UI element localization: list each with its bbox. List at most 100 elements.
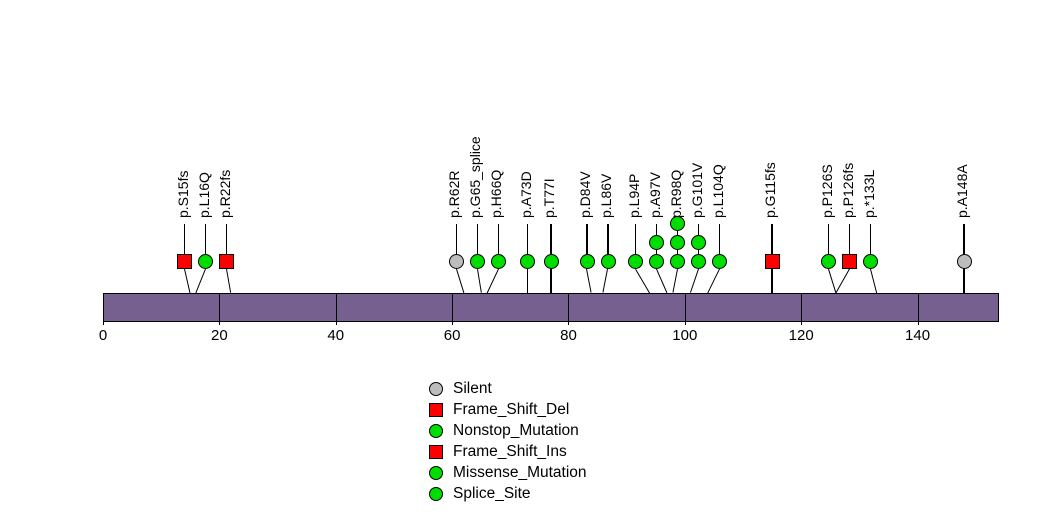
mutation-marker-circle[interactable] <box>628 253 644 269</box>
lollipop-stem-connector <box>690 268 700 294</box>
mutation-label: p.A73D <box>517 171 534 218</box>
axis-tick-label: 120 <box>788 327 814 344</box>
lollipop-stem <box>635 224 637 269</box>
lollipop-stem-connector <box>870 268 878 294</box>
lollipop-stem-connector <box>527 269 529 293</box>
mutation-marker-circle[interactable] <box>448 253 464 269</box>
mutation-label: p.*133L <box>860 169 877 218</box>
axis-tick <box>568 293 570 325</box>
mutation-marker-circle[interactable] <box>543 253 559 269</box>
lollipop-stem <box>455 224 457 269</box>
lollipop-stem <box>226 224 228 269</box>
lollipop-stem <box>205 224 207 269</box>
axis-tick <box>684 293 686 325</box>
axis-tick-label: 60 <box>443 327 461 344</box>
mutation-label: p.L86V <box>598 173 615 218</box>
lollipop-stem <box>771 224 773 269</box>
legend-circle-icon <box>429 423 443 438</box>
legend-item-missense-mutation[interactable]: Missense_Mutation <box>419 462 587 483</box>
mutation-label: p.S15fs <box>174 170 191 218</box>
lollipop-stem-connector <box>672 268 679 294</box>
legend-item-nonstop-mutation[interactable]: Nonstop_Mutation <box>419 420 587 441</box>
legend-circle-icon <box>429 486 443 501</box>
mutation-marker-circle[interactable] <box>670 234 686 250</box>
axis-tick-label: 100 <box>672 327 698 344</box>
mutation-marker-circle[interactable] <box>691 253 707 269</box>
lollipop-stem-connector <box>455 268 465 294</box>
legend-item-silent[interactable]: Silent <box>419 378 587 399</box>
lollipop-stem <box>607 224 609 269</box>
mutation-marker-circle[interactable] <box>956 253 972 269</box>
lollipop-stem-connector <box>586 268 593 294</box>
mutation-marker-circle[interactable] <box>579 253 595 269</box>
legend-swatch-wrap <box>419 486 453 501</box>
lollipop-stem-connector <box>476 268 482 294</box>
axis-tick-label: 80 <box>560 327 577 344</box>
mutation-marker-circle[interactable] <box>520 253 536 269</box>
mutation-marker-circle[interactable] <box>691 234 707 250</box>
mutation-marker-circle[interactable] <box>670 215 686 231</box>
legend-item-splice-site[interactable]: Splice_Site <box>419 483 587 504</box>
mutation-label: p.R98Q <box>667 169 684 218</box>
legend-circle-icon <box>429 381 443 396</box>
axis-tick <box>219 293 221 325</box>
mutation-marker-square[interactable] <box>842 253 858 269</box>
lollipop-stem-connector <box>635 268 651 294</box>
mutation-marker-circle[interactable] <box>649 234 665 250</box>
lollipop-stem-connector <box>835 268 851 294</box>
lollipop-stem-connector <box>550 269 552 293</box>
mutation-marker-circle[interactable] <box>649 253 665 269</box>
legend-item-frame-shift-del[interactable]: Frame_Shift_Del <box>419 399 587 420</box>
axis-tick-label: 40 <box>327 327 345 344</box>
mutation-marker-circle[interactable] <box>863 253 879 269</box>
mutation-marker-circle[interactable] <box>712 253 728 269</box>
lollipop-stem <box>184 224 186 269</box>
axis-tick <box>335 293 337 325</box>
mutation-marker-circle[interactable] <box>670 253 686 269</box>
axis-tick <box>103 293 104 325</box>
lollipop-stem-connector <box>184 268 191 294</box>
legend-swatch-wrap <box>419 465 453 480</box>
mutation-marker-circle[interactable] <box>600 253 616 269</box>
lollipop-stem-connector <box>226 268 232 294</box>
legend-label: Nonstop_Mutation <box>453 422 579 439</box>
mutation-label: p.R22fs <box>216 169 233 218</box>
lollipop-stem-connector <box>963 269 965 293</box>
legend-square-icon <box>429 402 443 417</box>
axis-tick-label: 140 <box>905 327 931 344</box>
mutation-marker-circle[interactable] <box>821 253 837 269</box>
lollipop-stem-connector <box>602 268 609 294</box>
legend-item-frame-shift-ins[interactable]: Frame_Shift_Ins <box>419 441 587 462</box>
mutation-label: p.G101V <box>688 162 705 218</box>
lollipop-stem-connector <box>656 268 668 294</box>
mutation-label: p.H66Q <box>488 169 505 218</box>
lollipop-stem <box>849 224 851 269</box>
mutation-label: p.R62R <box>446 170 463 218</box>
mutation-marker-square[interactable] <box>219 253 235 269</box>
lollipop-stem <box>550 224 552 269</box>
legend-label: Frame_Shift_Ins <box>453 443 567 460</box>
lollipop-stem <box>586 224 588 269</box>
legend-swatch-wrap <box>419 402 453 417</box>
mutation-marker-circle[interactable] <box>490 253 506 269</box>
lollipop-stem <box>870 224 872 269</box>
legend-label: Missense_Mutation <box>453 464 587 481</box>
mutation-marker-square[interactable] <box>177 253 193 269</box>
lollipop-stem <box>963 224 965 269</box>
legend-swatch-wrap <box>419 444 453 459</box>
lollipop-stem <box>719 224 721 269</box>
mutation-marker-circle[interactable] <box>198 253 214 269</box>
lollipop-stem <box>497 224 499 269</box>
axis-tick-label: 20 <box>211 327 228 344</box>
axis-tick <box>917 293 919 325</box>
lollipop-stem-connector <box>771 269 773 293</box>
legend-swatch-wrap <box>419 381 453 396</box>
mutation-marker-circle[interactable] <box>469 253 485 269</box>
lollipop-stem-connector <box>195 268 207 294</box>
legend-label: Splice_Site <box>453 485 531 502</box>
mutation-label: p.P126S <box>818 164 835 218</box>
mutation-label: p.A97V <box>646 172 663 218</box>
axis-tick <box>452 293 454 325</box>
mutation-marker-square[interactable] <box>764 253 780 269</box>
